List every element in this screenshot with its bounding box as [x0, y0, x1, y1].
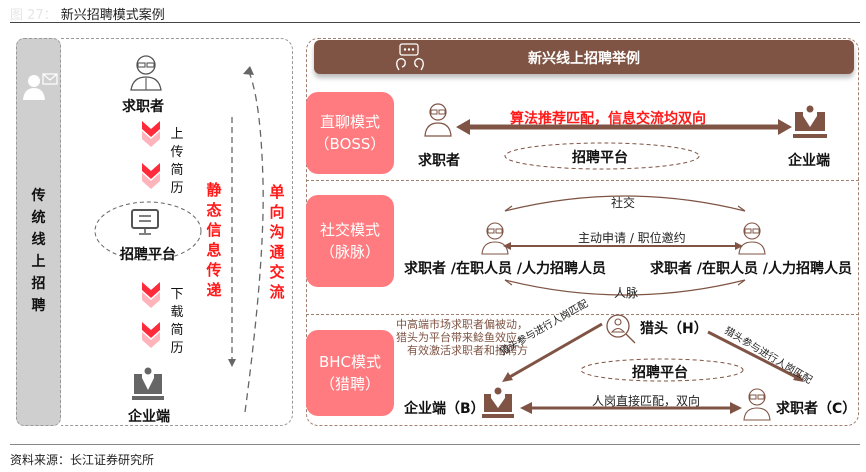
emerging-header-title: 新兴线上招聘举例: [528, 51, 640, 67]
mode-box-social: 社交模式 （脉脉）: [306, 195, 394, 287]
direct-job-seeker-label: 求职者: [418, 153, 460, 169]
bhc-right-diagonal-arrow: [707, 330, 804, 382]
bhc-note-line: 有效激活求职者和招聘方: [407, 344, 528, 357]
user-mail-icon: [23, 73, 58, 100]
bhc-enterprise-label: 企业端（B）: [404, 401, 485, 417]
social-bottom-arc: [504, 279, 746, 296]
direct-mode-name: 直聊模式: [319, 113, 380, 131]
social-mode-name: 社交模式: [319, 221, 380, 239]
headhunter-label: 猎头（H）: [640, 321, 708, 337]
monitor-icon: [131, 209, 159, 235]
job-seeker-icon: [130, 55, 162, 91]
traditional-title: 传统线上招聘: [31, 188, 46, 314]
traditional-job-seeker-label: 求职者: [122, 99, 164, 115]
bhc-platform-ellipse: [580, 358, 744, 382]
social-top-arc-label: 社交: [611, 196, 636, 210]
emerging-header-bar: [314, 40, 854, 74]
static-info-arrow: [228, 117, 236, 367]
social-top-arc: [504, 195, 746, 212]
one-way-return-arrow: [243, 66, 264, 413]
direct-platform-label: 招聘平台: [572, 150, 628, 166]
direct-enterprise-label: 企业端: [788, 153, 830, 169]
row-divider: [306, 314, 859, 315]
social-two-way-arrow: [503, 242, 743, 250]
mode-box-direct: 直聊模式 （BOSS）: [306, 92, 394, 174]
figure-title: 图 27：新兴招聘模式案例: [10, 4, 165, 23]
chevron-down-arrows-upper: [142, 121, 160, 189]
bhc-two-way-arrow: [520, 402, 742, 414]
headhunter-search-icon: [606, 314, 636, 344]
enterprise-icon: [482, 387, 514, 418]
social-bottom-arc-label: 人脉: [614, 286, 639, 300]
social-middle-label: 主动申请 / 职位邀约: [578, 231, 686, 245]
platform-ellipse: [94, 201, 202, 261]
traditional-side-panel: [16, 38, 61, 426]
traditional-frame: [61, 38, 293, 426]
enterprise-icon: [132, 367, 164, 400]
person-icon-left: [481, 222, 509, 255]
two-way-arrow: [456, 119, 792, 135]
figure-title-text: 新兴招聘模式案例: [60, 8, 165, 23]
direct-mode-example: （BOSS）: [314, 135, 386, 153]
bhc-mode-name: BHC模式: [318, 353, 382, 371]
bhc-note-line: 中高端市场求职者偏被动，: [396, 318, 528, 331]
social-mode-example: （脉脉）: [319, 243, 380, 261]
bhc-platform-label: 招聘平台: [632, 365, 688, 381]
person-icon-right: [738, 222, 766, 255]
bhc-left-diagonal-arrow: [502, 322, 603, 382]
mode-box-bhc: BHC模式 （猎聘）: [306, 330, 394, 416]
source-note: 资料来源：长江证券研究所: [10, 453, 155, 467]
static-info-label: 静态信息传递: [206, 181, 222, 299]
social-right-party: 求职者 /在职人员 /人力招聘人员: [650, 261, 852, 277]
row-divider: [306, 180, 859, 181]
bhc-mode-example: （猎聘）: [319, 375, 380, 393]
figure-number: 图 27：: [10, 8, 57, 23]
job-seeker-icon: [743, 388, 771, 421]
direct-headline: 算法推荐匹配，信息交流均双向: [510, 111, 706, 127]
title-divider: [10, 22, 860, 23]
enterprise-icon: [793, 105, 827, 138]
job-seeker-icon: [424, 103, 452, 137]
bhc-note: 中高端市场求职者偏被动， 猎头为平台带来鲶鱼效应， 有效激活求职者和招聘方: [396, 318, 528, 357]
bhc-bottom-arrow-label: 人岗直接匹配，双向: [592, 394, 701, 408]
traditional-enterprise-label: 企业端: [128, 409, 170, 425]
bhc-job-seeker-label: 求职者（C）: [776, 401, 857, 417]
footer-divider: [10, 444, 860, 445]
upload-resume-label: 上传简历: [170, 127, 184, 196]
chat-people-icon: [396, 43, 424, 71]
download-resume-label: 下载简历: [170, 287, 184, 356]
social-left-party: 求职者 /在职人员 /人力招聘人员: [404, 261, 606, 277]
chevron-down-arrows-lower: [142, 282, 160, 348]
one-way-label: 单向沟通交流: [269, 183, 285, 301]
traditional-platform-label: 招聘平台: [120, 247, 176, 263]
bhc-note-line: 猎头为平台带来鲶鱼效应，: [396, 331, 528, 344]
direct-platform-ellipse: [504, 142, 700, 170]
